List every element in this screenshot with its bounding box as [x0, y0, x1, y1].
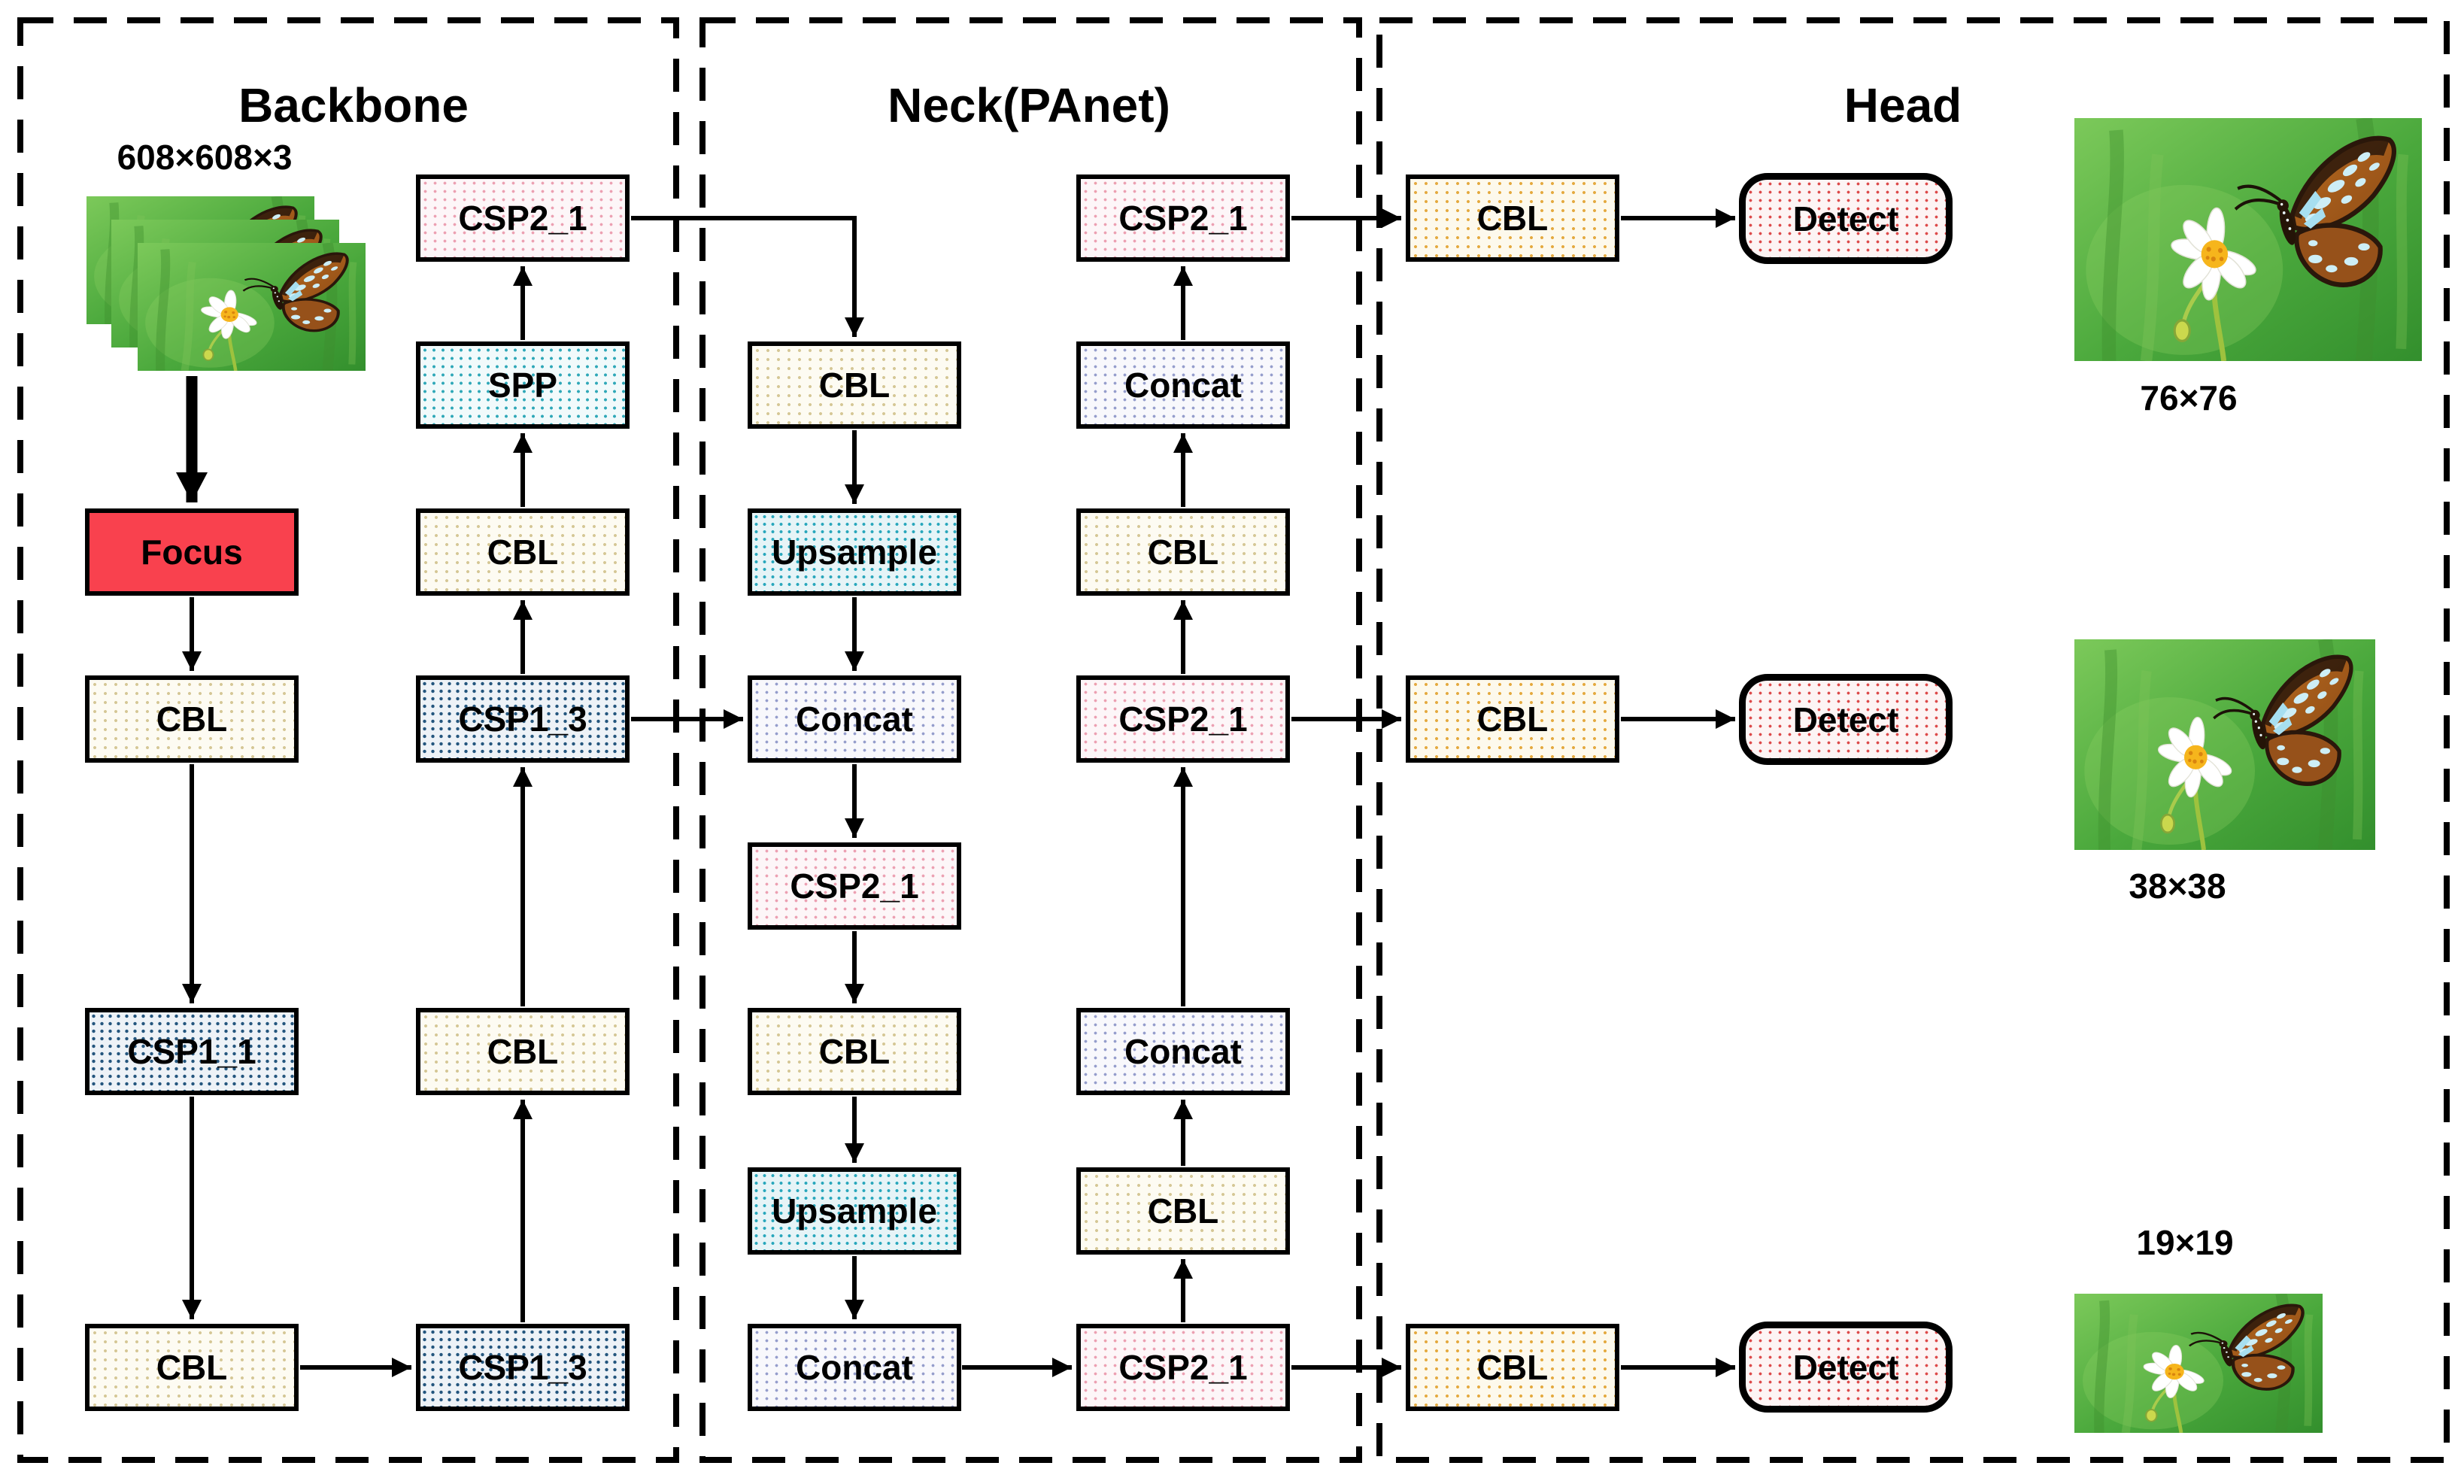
- neck-title: Neck(PAnet): [888, 78, 1170, 132]
- output-scale-label: 76×76: [2140, 378, 2238, 417]
- output-scale-label: 19×19: [2136, 1223, 2234, 1262]
- node-cbl: CBL: [748, 1008, 961, 1095]
- butterfly-image: [138, 243, 366, 371]
- backbone-title: Backbone: [238, 78, 469, 132]
- node-cbl: CBL: [1076, 1167, 1290, 1255]
- node-focus: Focus: [85, 508, 299, 596]
- node-upsample: Upsample: [748, 508, 961, 596]
- backbone-panel-border: [17, 17, 679, 1463]
- head-title: Head: [1843, 78, 1962, 132]
- butterfly-image: [2074, 639, 2375, 850]
- node-concat: Concat: [748, 675, 961, 763]
- node-concat: Concat: [1076, 341, 1290, 429]
- input-size-label: 608×608×3: [117, 138, 293, 177]
- head-panel-border: [1376, 17, 2450, 1463]
- node-cbl: CBL: [748, 341, 961, 429]
- output-scale-label: 38×38: [2129, 866, 2226, 906]
- node-csp1-3: CSP1_3: [416, 1324, 630, 1411]
- node-csp2-1: CSP2_1: [416, 174, 630, 262]
- node-csp1-3: CSP1_3: [416, 675, 630, 763]
- node-cbl: CBL: [1406, 675, 1619, 763]
- node-csp2-1: CSP2_1: [1076, 174, 1290, 262]
- node-concat: Concat: [1076, 1008, 1290, 1095]
- node-detect: Detect: [1739, 1322, 1953, 1413]
- node-csp2-1: CSP2_1: [1076, 675, 1290, 763]
- node-detect: Detect: [1739, 674, 1953, 765]
- node-cbl: CBL: [416, 1008, 630, 1095]
- node-csp1-1: CSP1_1: [85, 1008, 299, 1095]
- node-cbl: CBL: [416, 508, 630, 596]
- butterfly-image: [2074, 1294, 2323, 1433]
- node-csp2-1: CSP2_1: [748, 842, 961, 930]
- neck-panel-border: [699, 17, 1362, 1463]
- node-cbl: CBL: [85, 675, 299, 763]
- node-cbl: CBL: [1406, 1324, 1619, 1411]
- butterfly-image: [2074, 118, 2422, 361]
- node-spp: SPP: [416, 341, 630, 429]
- node-csp2-1: CSP2_1: [1076, 1324, 1290, 1411]
- node-cbl: CBL: [1076, 508, 1290, 596]
- node-detect: Detect: [1739, 173, 1953, 264]
- node-cbl: CBL: [85, 1324, 299, 1411]
- node-cbl: CBL: [1406, 174, 1619, 262]
- node-concat: Concat: [748, 1324, 961, 1411]
- node-upsample: Upsample: [748, 1167, 961, 1255]
